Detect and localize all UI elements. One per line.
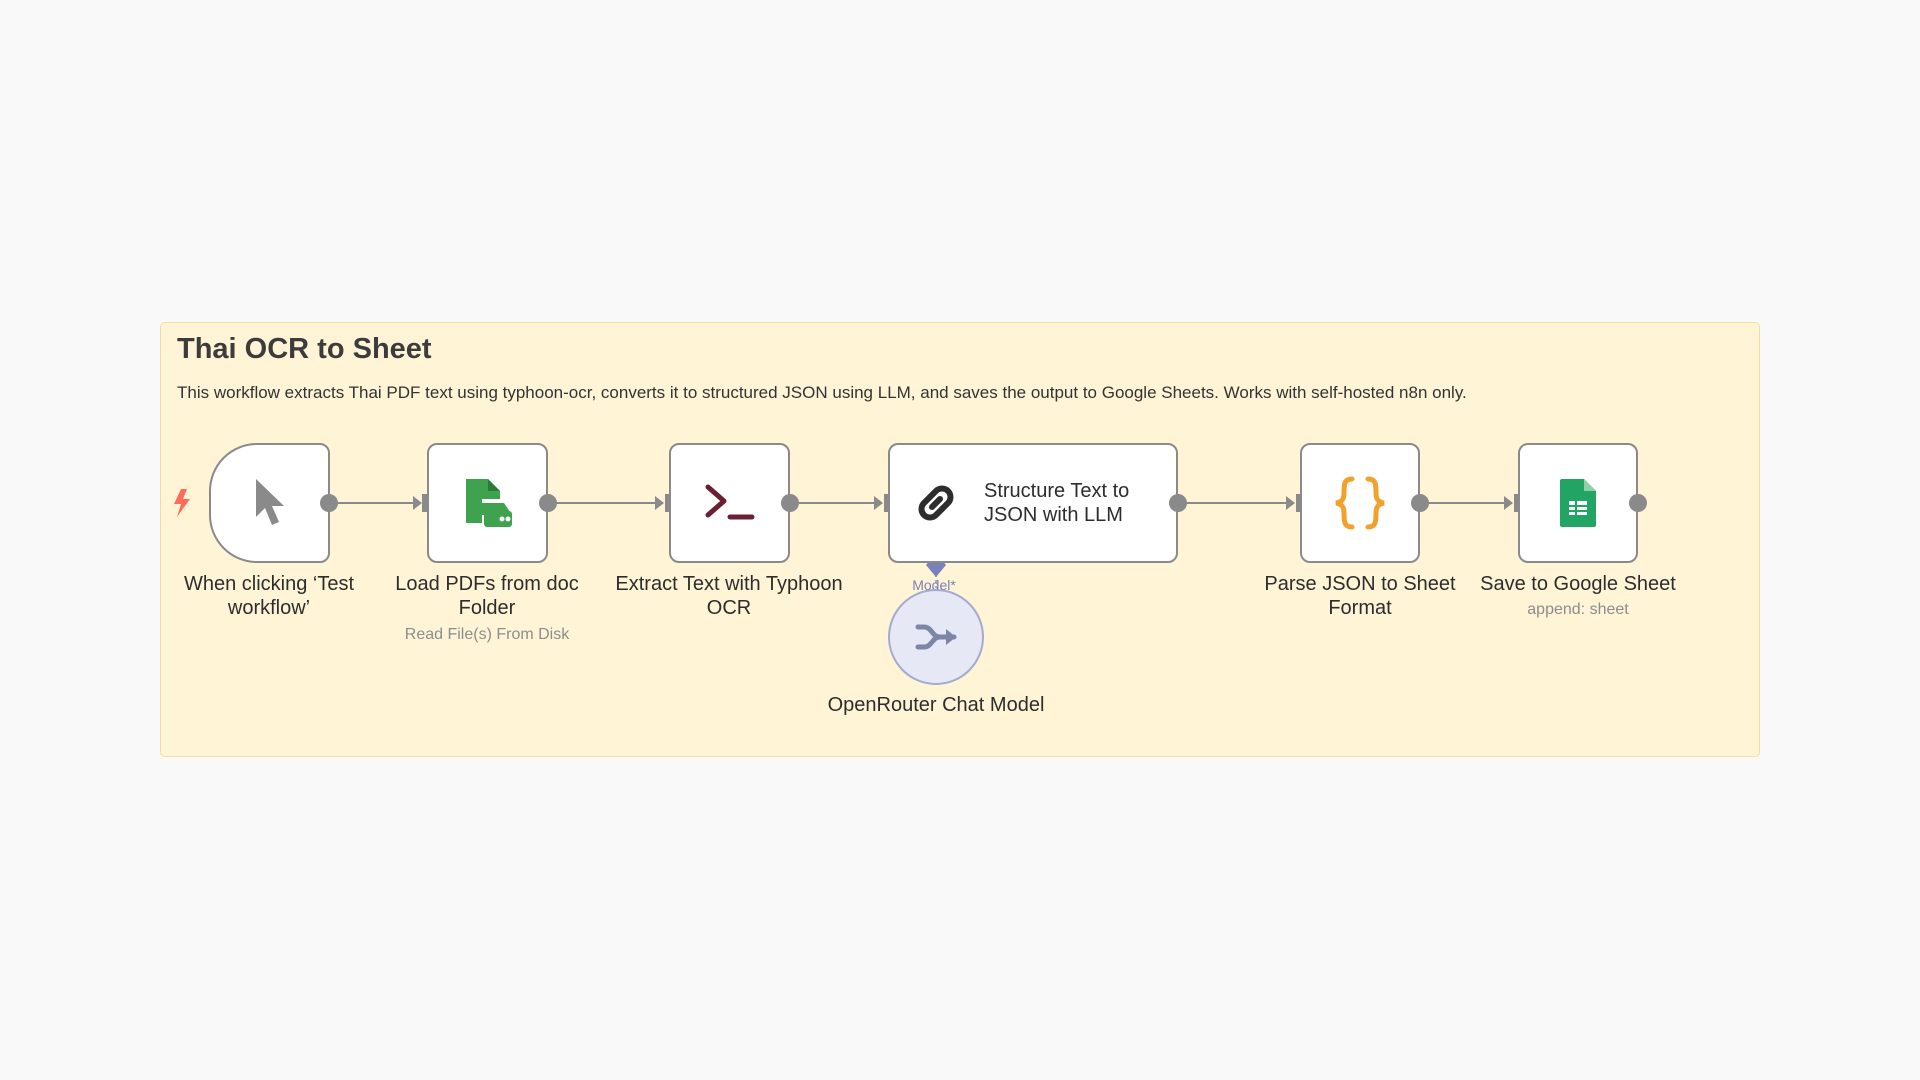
node-execute-command[interactable] [669,443,790,563]
arrowhead [655,496,664,510]
node-label: Load PDFs from doc Folder [395,573,579,619]
output-handle[interactable] [781,494,799,512]
node-label: OpenRouter Chat Model [827,694,1045,716]
cursor-icon [255,479,284,525]
input-handle [884,494,891,512]
node-label: Save to Google Sheet [1480,573,1676,595]
node-openrouter-chat-model[interactable] [888,589,984,685]
terminal-icon [705,484,754,520]
arrowhead [1504,496,1513,510]
node-label: When clicking ‘Test workflow’ [183,573,355,619]
arrowhead [1286,496,1295,510]
sticky-title: Thai OCR to Sheet [177,333,432,365]
file-disk-icon [465,479,512,527]
input-handle [422,494,429,512]
chain-link-icon [918,485,954,521]
arrowhead [874,496,883,510]
output-handle[interactable] [1169,494,1187,512]
braces-icon [1335,476,1385,530]
google-sheets-icon [1560,479,1596,527]
trigger-bolt-icon [174,489,190,517]
arrowhead [413,496,422,510]
node-code[interactable] [1300,443,1420,563]
output-handle[interactable] [539,494,557,512]
node-label: Extract Text with Typhoon OCR [615,573,843,619]
output-handle[interactable] [320,494,338,512]
node-manual-trigger[interactable] [209,443,330,563]
node-read-files[interactable] [427,443,548,563]
node-subtitle: append: sheet [1527,601,1629,618]
node-subtitle: Read File(s) From Disk [404,626,570,643]
input-handle [1514,494,1521,512]
output-handle[interactable] [1629,494,1647,512]
sticky-description: This workflow extracts Thai PDF text usi… [177,383,1467,402]
node-google-sheets[interactable] [1518,443,1638,563]
input-handle [1296,494,1303,512]
openrouter-icon [915,624,957,650]
node-label: Structure Text to JSON with LLM [984,480,1130,526]
output-handle[interactable] [1411,494,1429,512]
node-llm-chain[interactable]: Structure Text to JSON with LLM [888,443,1178,563]
input-handle [665,494,672,512]
node-label: Parse JSON to Sheet Format [1264,573,1456,619]
